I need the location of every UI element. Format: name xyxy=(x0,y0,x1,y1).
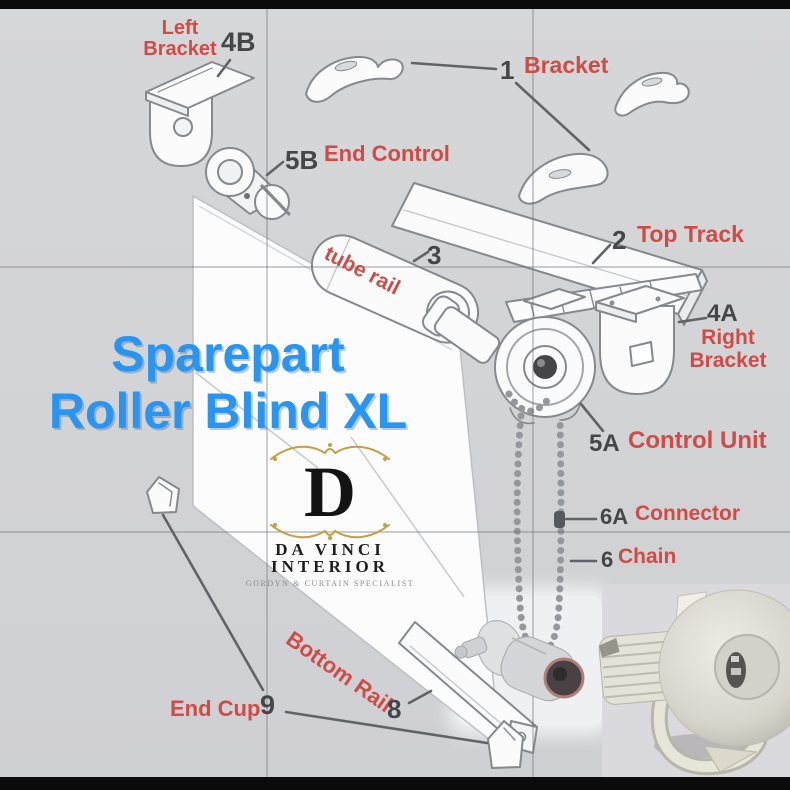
end-cup-top-drawing xyxy=(146,476,180,514)
part-number-tube-rail: 3 xyxy=(427,240,442,270)
right-bracket-drawing xyxy=(595,285,685,395)
bracket-spring-a-drawing xyxy=(305,56,404,103)
part-number-connector: 6A xyxy=(600,504,629,529)
end-control-drawing xyxy=(205,147,291,220)
bracket-spring-b-drawing xyxy=(614,71,690,117)
brand-name-line1: DA VINCI xyxy=(275,540,385,559)
brand-logo: D DA VINCI INTERIOR GORDYN & CURTAIN SPE… xyxy=(244,441,416,588)
label-end-cup: End Cup xyxy=(170,696,261,721)
product-title: Sparepart Roller Blind XL xyxy=(37,326,419,440)
label-end-control: End Control xyxy=(324,141,450,166)
part-number-right-bracket: 4A xyxy=(707,300,738,327)
product-title-line2: Roller Blind XL xyxy=(48,383,408,439)
logo-monogram: D xyxy=(304,452,356,532)
end-cup-bottom-drawing xyxy=(487,720,524,769)
part-number-top-track: 2 xyxy=(612,225,627,255)
end-plug-photo xyxy=(454,620,585,702)
letterbox-bar-top xyxy=(0,0,790,9)
part-number-left-bracket: 4B xyxy=(221,27,256,57)
label-chain: Chain xyxy=(618,545,677,568)
logo-ornament-top xyxy=(270,443,390,461)
logo-ornament-bottom xyxy=(270,523,390,540)
label-bracket: Bracket xyxy=(524,52,609,78)
brand-tagline: GORDYN & CURTAIN SPECIALIST xyxy=(245,579,415,588)
chain-connector-bead xyxy=(554,511,565,528)
chain-drawing xyxy=(505,390,565,658)
product-title-line1: Sparepart xyxy=(111,326,345,382)
part-number-chain: 6 xyxy=(601,547,614,572)
part-number-bracket: 1 xyxy=(500,55,515,85)
label-right-bracket: Right Bracket xyxy=(689,326,767,372)
part-number-end-control: 5B xyxy=(285,145,319,175)
top-track-drawing xyxy=(391,182,708,326)
leader-lines xyxy=(161,58,708,745)
brand-name-line2: INTERIOR xyxy=(271,557,389,576)
letterbox-bar-bottom xyxy=(0,777,790,790)
control-unit-drawing xyxy=(421,288,596,425)
label-connector: Connector xyxy=(635,502,740,525)
label-top-track: Top Track xyxy=(637,221,744,247)
label-control-unit: Control Unit xyxy=(628,427,767,454)
left-bracket-drawing xyxy=(145,61,255,167)
part-number-end-cup: 9 xyxy=(260,690,276,720)
part-number-control-unit: 5A xyxy=(589,430,620,457)
part-number-bottom-rail: 8 xyxy=(387,694,402,724)
clutch-unit-photo xyxy=(598,589,790,776)
label-left-bracket: Left Bracket xyxy=(143,17,217,60)
bracket-spring-c-drawing xyxy=(518,152,609,205)
